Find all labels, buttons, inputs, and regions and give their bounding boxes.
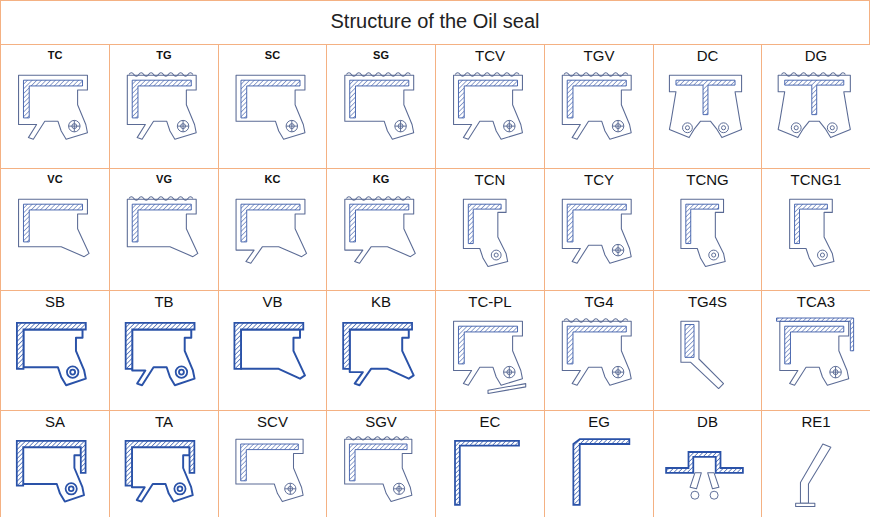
seal-code: RE1	[799, 413, 832, 430]
seal-cell: TCNG	[653, 168, 762, 291]
seal-code: EG	[586, 413, 612, 430]
seal-section	[790, 199, 834, 266]
seal-section	[562, 319, 631, 385]
seal-section	[345, 73, 414, 139]
seal-code: TA	[153, 413, 175, 430]
seal-code: KB	[369, 293, 393, 310]
title-text: Structure of the Oil seal	[331, 10, 540, 33]
seal-section	[236, 439, 303, 501]
seal-cell: DB	[653, 410, 762, 517]
seal-code: VG	[154, 173, 174, 185]
seal-code: TB	[152, 293, 175, 310]
seal-section	[345, 197, 416, 263]
seal-section	[562, 73, 631, 139]
seal-code: TCNG1	[789, 171, 844, 188]
seal-cell: VG	[109, 168, 219, 291]
seal-section	[562, 199, 631, 263]
seal-section	[345, 437, 412, 502]
seal-cell: TCNG1	[761, 168, 870, 291]
seal-section	[343, 323, 414, 385]
seal-cell: TCN	[435, 168, 545, 291]
seal-section	[126, 323, 195, 385]
seal-section	[236, 199, 307, 263]
seal-code: DC	[695, 47, 721, 64]
seal-section	[669, 75, 741, 137]
seal-cell: RE1	[761, 410, 870, 517]
seal-section	[681, 199, 725, 266]
seal-cell: SA	[0, 410, 110, 517]
seal-code: TCA3	[795, 293, 837, 310]
seal-code: TCNG	[684, 171, 731, 188]
seal-cell: TA	[109, 410, 219, 517]
seal-cell: EC	[435, 410, 545, 517]
seal-code: KC	[263, 173, 283, 185]
seal-code: TG4S	[686, 293, 729, 310]
seal-section	[454, 73, 523, 139]
seal-section	[19, 75, 88, 139]
seal-cell: KB	[326, 290, 436, 411]
seal-cell: TG4	[544, 290, 654, 411]
seal-cell: SGV	[326, 410, 436, 517]
seal-section	[796, 444, 831, 506]
seal-code: DB	[695, 413, 720, 430]
seal-section	[236, 75, 305, 139]
seal-section	[17, 441, 86, 502]
seal-code: VB	[260, 293, 284, 310]
seal-cell: SCV	[218, 410, 327, 517]
seal-section	[234, 323, 305, 379]
seal-code: SCV	[255, 413, 290, 430]
seal-section	[454, 321, 526, 393]
seal-cell: KC	[218, 168, 327, 291]
seal-code: SB	[43, 293, 67, 310]
seal-cell: TGV	[544, 44, 654, 169]
seal-cell: TCY	[544, 168, 654, 291]
seal-section	[127, 73, 196, 139]
seal-code: VC	[45, 173, 64, 185]
seal-section	[127, 197, 198, 257]
seal-code: TCN	[473, 171, 508, 188]
seal-code: SA	[43, 413, 67, 430]
seal-cell: TG	[109, 44, 219, 169]
seal-cell: EG	[544, 410, 654, 517]
seal-cell: SC	[218, 44, 327, 169]
seal-cell: KG	[326, 168, 436, 291]
seal-code: SGV	[363, 413, 399, 430]
seal-section	[681, 321, 724, 388]
seal-cell: DC	[653, 44, 762, 169]
seal-cell: SB	[0, 290, 110, 411]
seal-cell: TCA3	[761, 290, 870, 411]
seal-cell: VC	[0, 168, 110, 291]
seal-section	[126, 441, 195, 502]
seal-section	[778, 73, 850, 138]
seal-cell: TB	[109, 290, 219, 411]
seal-code: TC	[46, 49, 65, 61]
seal-code: KG	[371, 173, 392, 185]
seal-code: SC	[263, 49, 282, 61]
seal-code: TC-PL	[466, 293, 513, 310]
seal-code: SG	[371, 49, 391, 61]
seal-cell: SG	[326, 44, 436, 169]
seal-cell: TCV	[435, 44, 545, 169]
title-band: Structure of the Oil seal	[0, 0, 870, 45]
seal-code: EC	[478, 413, 503, 430]
seal-cell: DG	[761, 44, 870, 169]
seal-cell: TC	[0, 44, 110, 169]
seal-section	[455, 441, 519, 505]
seal-section	[463, 199, 507, 266]
seal-code: DG	[803, 47, 830, 64]
seal-code: TCY	[582, 171, 616, 188]
seal-cell: TG4S	[653, 290, 762, 411]
seal-section	[777, 318, 854, 385]
seal-code: TCV	[473, 47, 507, 64]
seal-cell: VB	[218, 290, 327, 411]
seal-code: TG4	[582, 293, 615, 310]
seal-section	[19, 199, 90, 256]
seal-code: TG	[154, 49, 173, 61]
seal-section	[17, 323, 86, 385]
seal-code: TGV	[582, 47, 617, 64]
seal-cell: TC-PL	[435, 290, 545, 411]
seal-section	[573, 439, 629, 505]
seal-section	[666, 452, 743, 499]
